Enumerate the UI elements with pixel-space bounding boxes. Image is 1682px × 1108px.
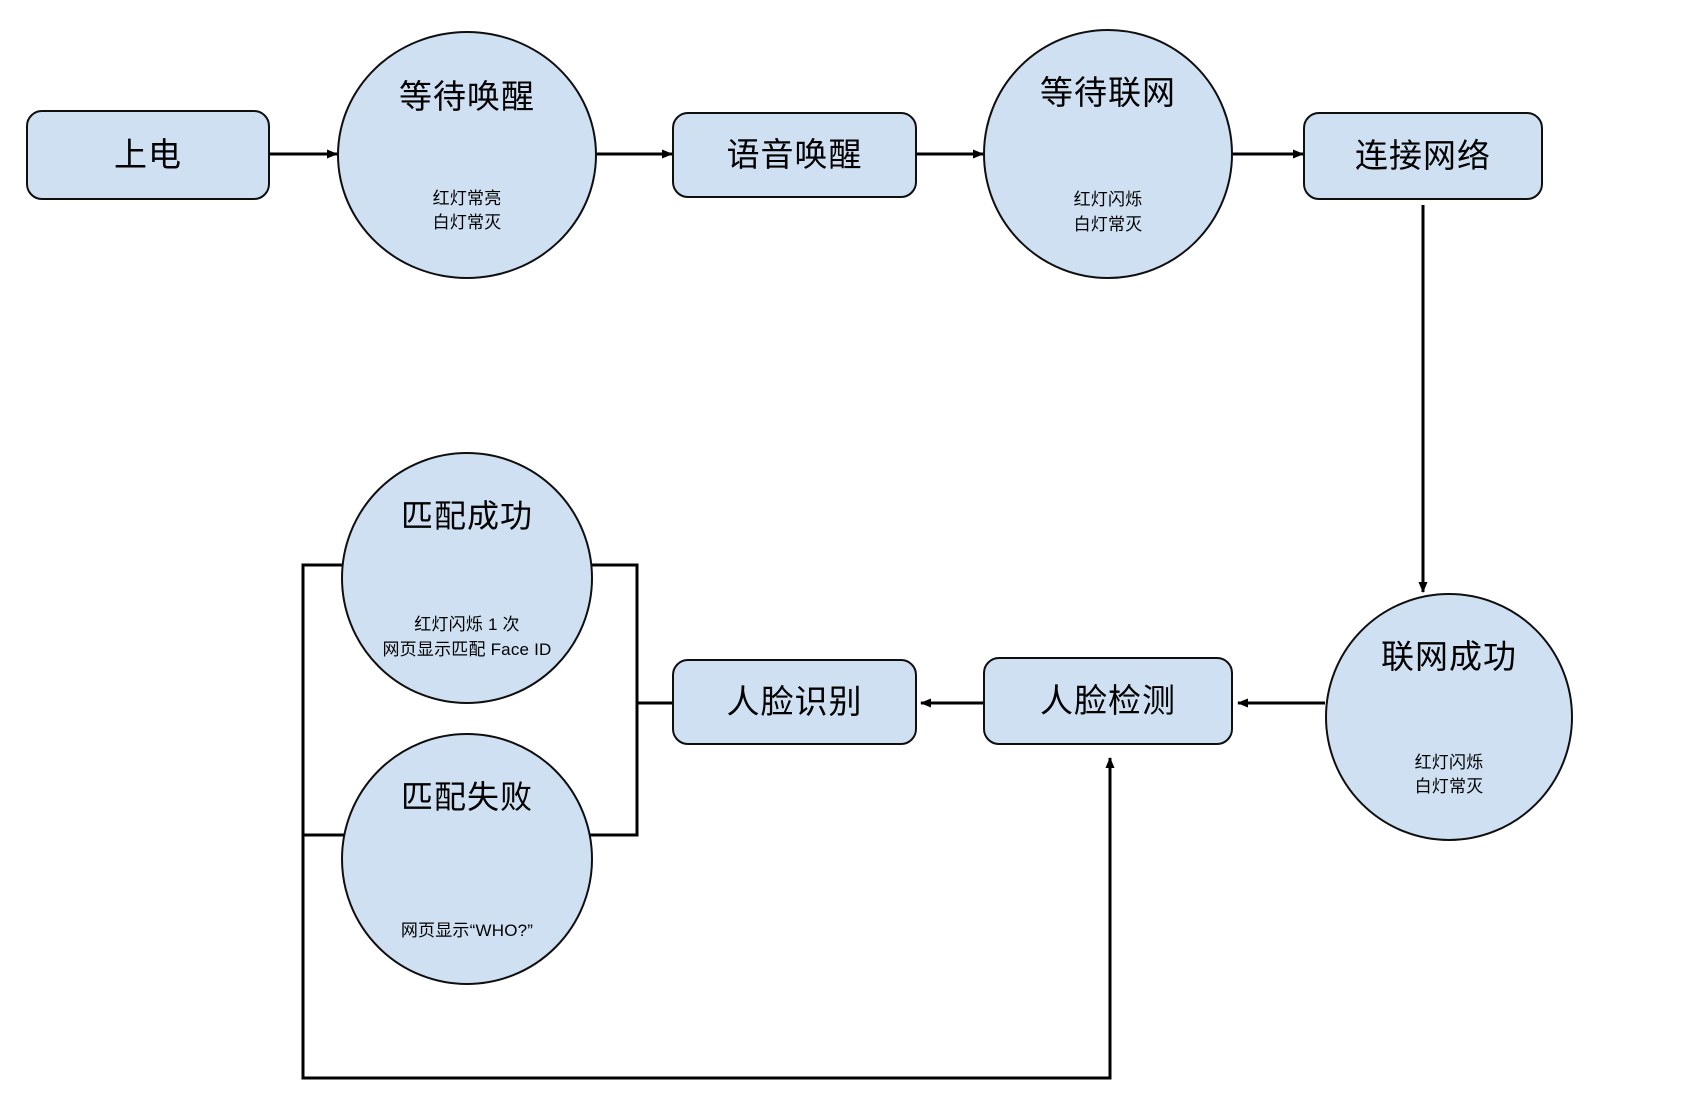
node-match-failure-sub: 网页显示“WHO?” bbox=[400, 920, 534, 940]
node-face-detection[interactable]: 人脸检测 bbox=[983, 657, 1233, 745]
node-network-success-sub: 红灯闪烁 白灯常灭 bbox=[1414, 752, 1484, 797]
node-voice-wakeup-title: 语音唤醒 bbox=[726, 135, 863, 173]
node-match-success-sub: 红灯闪烁 1 次 网页显示匹配 Face ID bbox=[382, 615, 552, 659]
node-connect-network[interactable]: 连接网络 bbox=[1303, 112, 1543, 200]
node-network-success[interactable]: 联网成功 红灯闪烁 白灯常灭 bbox=[1325, 593, 1573, 841]
node-wait-wakeup-title: 等待唤醒 bbox=[399, 78, 535, 116]
node-face-recognition-title: 人脸识别 bbox=[726, 682, 863, 720]
node-wait-network-sub: 红灯闪烁 白灯常灭 bbox=[1073, 190, 1143, 234]
node-connect-network-title: 连接网络 bbox=[1355, 136, 1491, 174]
node-wait-wakeup-sub: 红灯常亮 白灯常灭 bbox=[432, 188, 502, 233]
node-face-recognition[interactable]: 人脸识别 bbox=[672, 659, 917, 745]
node-wait-wakeup[interactable]: 等待唤醒 红灯常亮 白灯常灭 bbox=[337, 31, 597, 279]
node-power-on[interactable]: 上电 bbox=[26, 110, 270, 200]
node-network-success-title: 联网成功 bbox=[1381, 637, 1517, 675]
node-match-success[interactable]: 匹配成功 红灯闪烁 1 次 网页显示匹配 Face ID bbox=[341, 452, 593, 704]
node-voice-wakeup[interactable]: 语音唤醒 bbox=[672, 112, 917, 198]
node-wait-network-title: 等待联网 bbox=[1040, 74, 1176, 112]
node-match-failure-title: 匹配失败 bbox=[400, 778, 533, 815]
node-wait-network[interactable]: 等待联网 红灯闪烁 白灯常灭 bbox=[983, 29, 1233, 279]
node-power-on-title: 上电 bbox=[114, 135, 182, 173]
node-face-detection-title: 人脸检测 bbox=[1040, 681, 1176, 719]
node-match-failure[interactable]: 匹配失败 网页显示“WHO?” bbox=[341, 733, 593, 985]
node-match-success-title: 匹配成功 bbox=[400, 497, 533, 534]
